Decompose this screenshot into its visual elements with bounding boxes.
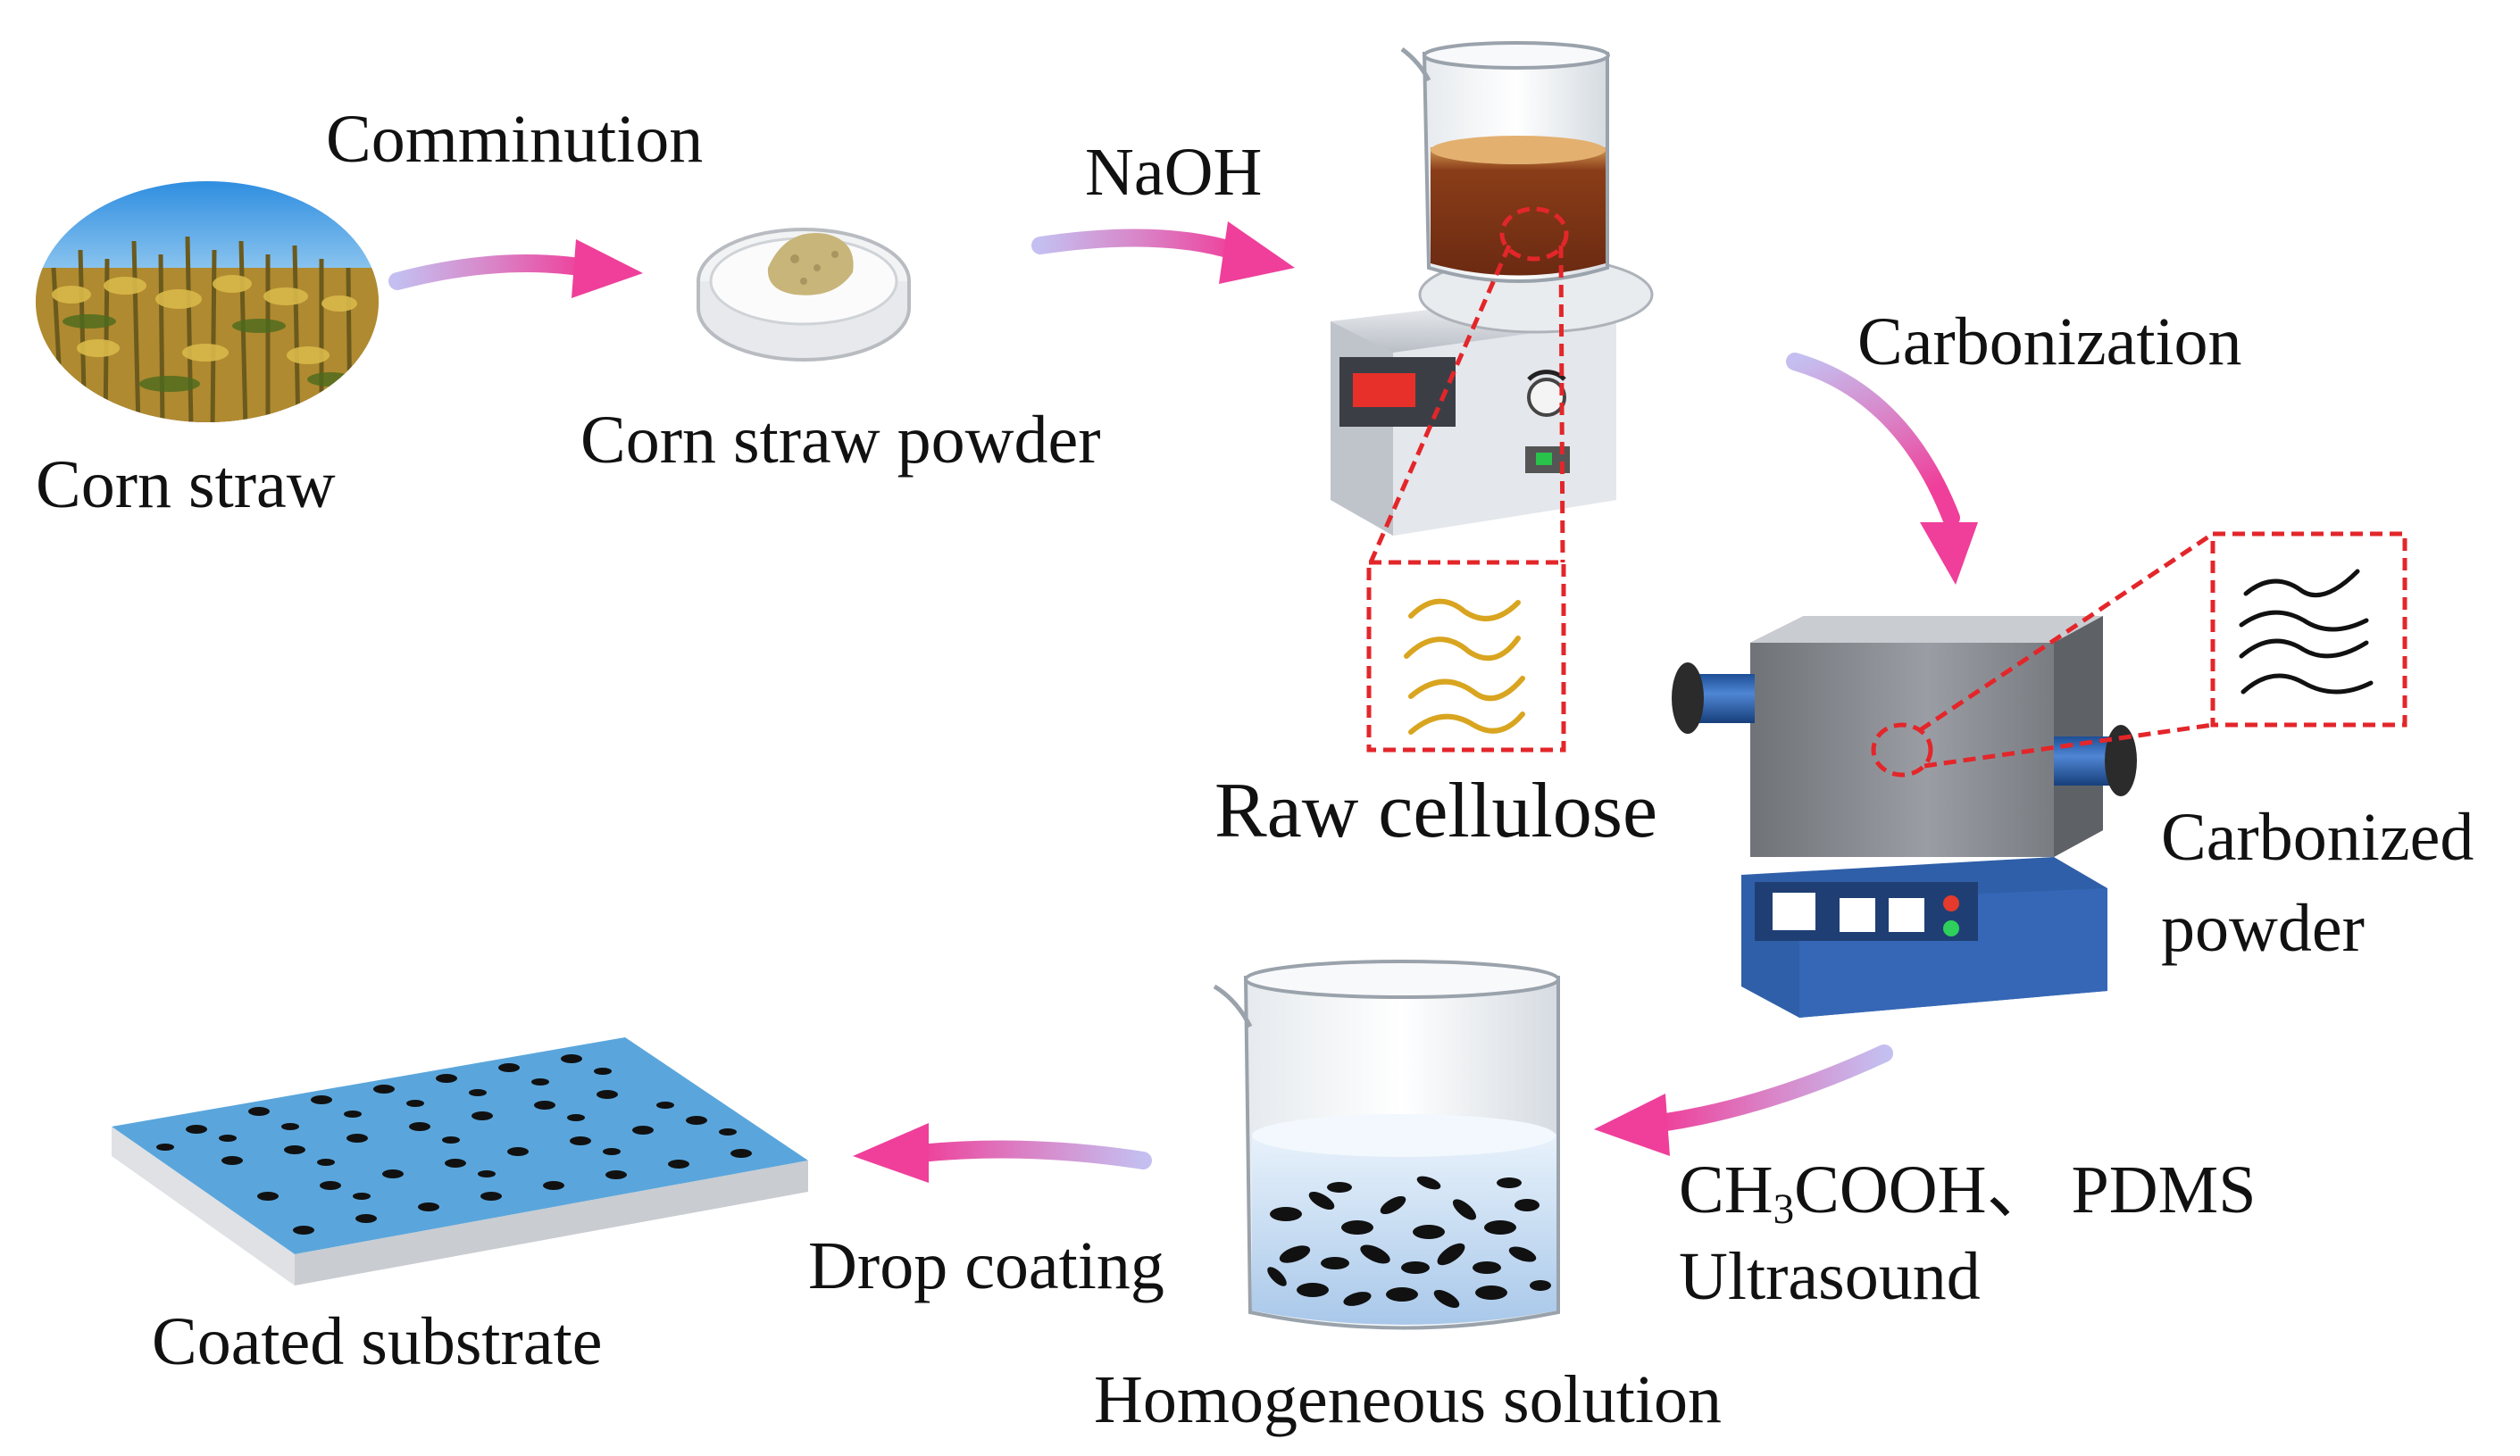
label-coated-substrate: Coated substrate bbox=[152, 1304, 603, 1379]
carbon-particles bbox=[1267, 1176, 1551, 1309]
label-carbonized-powder: powder bbox=[2161, 891, 2365, 966]
arrow-dispersion bbox=[1594, 1044, 1893, 1156]
beaker-icon bbox=[1213, 960, 1560, 1330]
reagents-subscript: 3 bbox=[1773, 1186, 1795, 1233]
label-reagents: CH3COOH、 PDMS bbox=[1679, 1156, 2256, 1231]
raw-cellulose-zoom bbox=[1366, 206, 1569, 753]
reagents-rest: COOH、 PDMS bbox=[1794, 1152, 2257, 1227]
reagents-ch: CH bbox=[1679, 1152, 1773, 1227]
carbonized-zoom bbox=[1871, 531, 2407, 778]
label-corn-straw: Corn straw bbox=[36, 447, 336, 522]
arrow-carbonization bbox=[1786, 353, 1978, 585]
label-corn-straw-powder: Corn straw powder bbox=[580, 403, 1101, 478]
label-ultrasound: Ultrasound bbox=[1679, 1239, 1981, 1314]
arrow-comminution bbox=[388, 239, 643, 298]
label-homogeneous-solution: Homogeneous solution bbox=[1094, 1362, 1722, 1437]
label-raw-cellulose: Raw cellulose bbox=[1214, 768, 1658, 854]
carbon-fiber-icon bbox=[2239, 569, 2374, 695]
label-naoh: NaOH bbox=[1085, 135, 1263, 210]
tube-furnace-icon bbox=[1672, 616, 2137, 1018]
corn-field-photo bbox=[36, 181, 379, 422]
label-drop-coating: Drop coating bbox=[808, 1228, 1164, 1303]
coated-substrate-icon bbox=[112, 1037, 808, 1285]
label-carbonized: Carbonized bbox=[2161, 800, 2474, 875]
label-carbonization: Carbonization bbox=[1857, 304, 2242, 379]
arrow-drop-coating bbox=[853, 1123, 1152, 1183]
petri-dish-icon bbox=[697, 228, 911, 362]
cellulose-fiber-icon bbox=[1404, 598, 1525, 735]
arrow-naoh bbox=[1031, 221, 1295, 284]
label-comminution: Comminution bbox=[326, 102, 704, 177]
